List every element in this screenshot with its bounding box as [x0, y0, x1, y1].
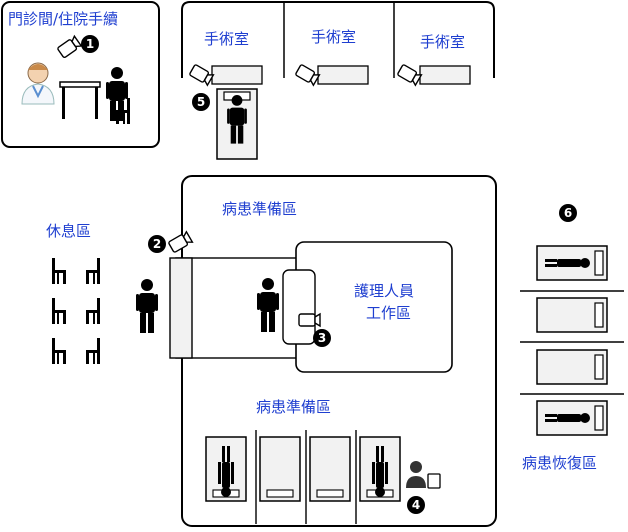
marker-2: 2	[148, 235, 166, 253]
svg-text:6: 6	[564, 206, 572, 220]
or2-label: 手術室	[311, 28, 356, 46]
rest-label: 休息區	[46, 222, 91, 240]
marker-5: 5	[192, 93, 210, 111]
transfer-bed	[216, 88, 258, 160]
marker-6: 6	[559, 204, 577, 222]
prep-bottom-label: 病患準備區	[256, 398, 331, 416]
recovery-bed-2	[536, 297, 608, 333]
monitor-station-icon	[406, 461, 441, 489]
desk-icon	[59, 81, 101, 119]
or1-camera-icon	[188, 63, 215, 86]
or1-bed	[211, 65, 263, 85]
or2-bed	[317, 65, 369, 85]
nurse-label-line2: 工作區	[366, 304, 411, 322]
nurse-label-line1: 護理人員	[354, 282, 414, 300]
prep-building: 病患準備區 2 3 護理人員 工作區 病患準備區	[136, 175, 497, 527]
or2-camera-icon	[294, 63, 321, 86]
or1-label: 手術室	[204, 30, 249, 48]
nurse-camera-icon	[298, 313, 321, 327]
clinic-label: 門診間/住院手續	[8, 10, 118, 28]
waiting-person	[136, 279, 158, 333]
operating-rooms: 手術室 手術室 手術室 5	[181, 1, 495, 160]
recovery-area: 6 病患恢復區	[520, 204, 624, 472]
or3-label: 手術室	[420, 33, 465, 51]
svg-text:5: 5	[197, 95, 205, 109]
nurse-desk	[282, 269, 316, 345]
or3-bed	[419, 65, 471, 85]
recovery-bed-3	[536, 349, 608, 385]
svg-text:4: 4	[412, 498, 420, 512]
marker-4: 4	[407, 496, 425, 514]
svg-text:2: 2	[153, 237, 161, 251]
svg-text:3: 3	[318, 331, 326, 345]
entry-bed	[169, 257, 193, 359]
marker-3: 3	[313, 329, 331, 347]
rest-area: 休息區	[46, 222, 100, 364]
clinic-room: 門診間/住院手續 1	[1, 1, 160, 148]
svg-text:1: 1	[86, 37, 94, 51]
recovery-label: 病患恢復區	[522, 454, 597, 472]
marker-1: 1	[81, 35, 99, 53]
prep-top-label: 病患準備區	[222, 200, 297, 218]
doctor-icon	[21, 62, 55, 105]
or3-camera-icon	[396, 63, 423, 86]
